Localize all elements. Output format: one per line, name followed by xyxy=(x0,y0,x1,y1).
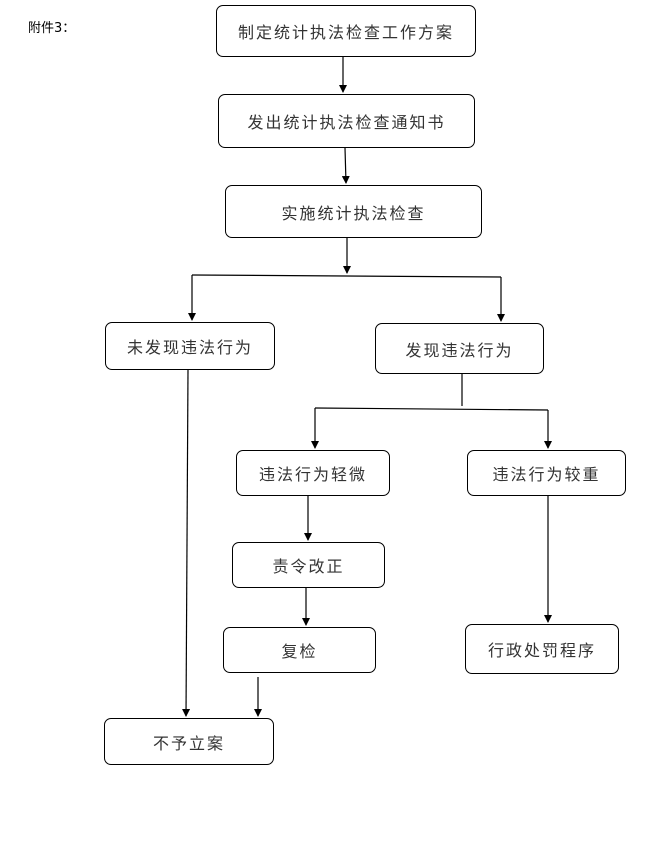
arrow-no-violation-to-no-case xyxy=(182,369,191,717)
node-make-plan: 制定统计执法检查工作方案 xyxy=(216,5,476,57)
node-administrative-penalty: 行政处罚程序 xyxy=(465,624,619,674)
node-violation-found: 发现违法行为 xyxy=(375,323,544,374)
node-no-case-filed: 不予立案 xyxy=(104,718,274,765)
node-no-violation: 未发现违法行为 xyxy=(105,322,275,370)
attachment-label: 附件3： xyxy=(28,21,76,36)
node-minor-violation: 违法行为轻微 xyxy=(236,450,390,496)
branch-line-top xyxy=(191,274,502,278)
node-serious-violation: 违法行为较重 xyxy=(467,450,626,496)
branch-line-middle xyxy=(314,407,549,411)
node-conduct-inspection: 实施统计执法检查 xyxy=(225,185,482,238)
node-order-correction: 责令改正 xyxy=(232,542,385,588)
node-reinspection: 复检 xyxy=(223,627,376,673)
node-issue-notice: 发出统计执法检查通知书 xyxy=(218,94,475,148)
arrow-notice-to-inspection xyxy=(341,147,350,184)
